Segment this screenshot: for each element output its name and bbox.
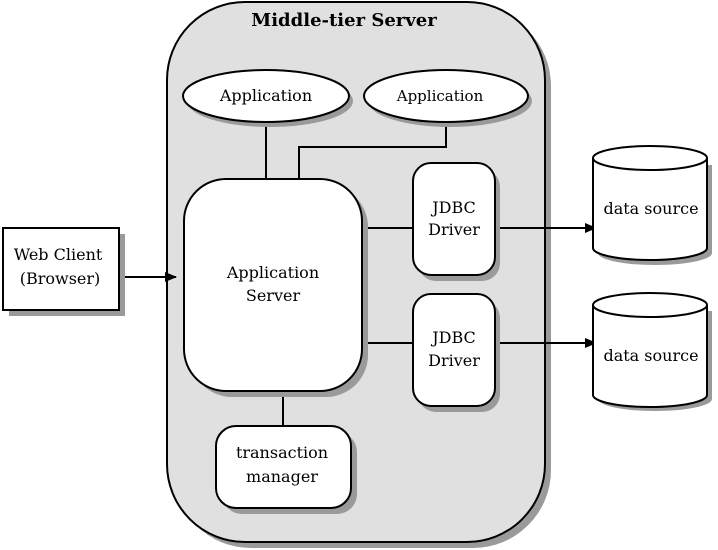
application-node-2: Application [363, 69, 532, 127]
data-source-node-2: data source [592, 292, 712, 411]
driver-label-line1: JDBC [430, 198, 476, 217]
txmanager-label-line2: manager [246, 467, 318, 486]
transaction-manager-node: transaction manager [215, 425, 357, 514]
txmanager-label-line1: transaction [236, 443, 328, 462]
application-label: Application [396, 87, 484, 105]
application-server-node: Application Server [183, 178, 368, 397]
driver-label-line2: Driver [428, 351, 480, 370]
application-node-1: Application [182, 69, 353, 127]
data-source-label: data source [603, 346, 698, 365]
data-source-node-1: data source [592, 145, 712, 265]
jdbc-driver-node-1: JDBC Driver [412, 162, 500, 281]
connectors [265, 120, 447, 426]
web-client-node: Web Client (Browser) [2, 227, 125, 316]
arrows [119, 223, 597, 348]
app-server-label-line1: Application [226, 263, 319, 282]
application-label: Application [219, 86, 312, 105]
web-client-label-line1: Web Client [14, 245, 103, 264]
driver-label-line1: JDBC [430, 328, 476, 347]
driver-label-line2: Driver [428, 220, 480, 239]
server-title: Middle-tier Server [251, 10, 437, 31]
connector-app2-appserver [298, 120, 447, 180]
data-source-label: data source [603, 199, 698, 218]
jdbc-driver-node-2: JDBC Driver [412, 293, 500, 412]
web-client-label-line2: (Browser) [20, 269, 101, 288]
app-server-label-line2: Server [246, 286, 301, 305]
